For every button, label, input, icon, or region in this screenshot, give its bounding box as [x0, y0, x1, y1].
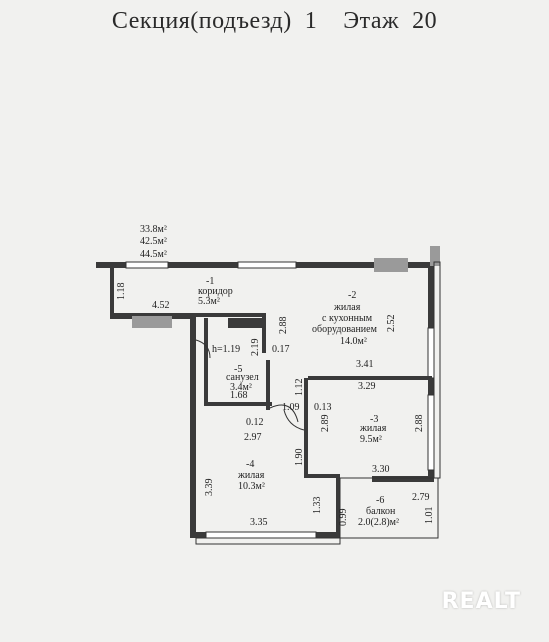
interior-walls: [196, 313, 432, 538]
dim-0-13: 0.13: [314, 402, 332, 413]
dim-1-01: 1.01: [424, 507, 435, 525]
room-2-name-line2: с кухонным: [322, 313, 373, 324]
dim-2-52: 2.52: [386, 315, 397, 333]
room-3-number: -3: [370, 414, 378, 425]
floor-number: 20: [412, 8, 438, 34]
dim-1-18: 1.18: [116, 283, 127, 301]
section-label: Секция(подъезд): [111, 8, 292, 34]
room-2-number: -2: [348, 290, 356, 301]
room-1-area: 5.3м²: [198, 296, 220, 307]
balcony: [195, 261, 441, 545]
dim-2-19: 2.19: [250, 339, 261, 357]
dim-3-29: 3.29: [358, 381, 376, 392]
room-5-number: -5: [234, 364, 242, 375]
total-area-a: 33.8м²: [140, 224, 167, 235]
room-5-name: санузел: [226, 372, 259, 383]
room-4-area: 10.3м²: [238, 481, 265, 492]
dim-3-35: 3.35: [250, 517, 268, 528]
dim-0-12: 0.12: [246, 417, 264, 428]
dim-2-89: 2.89: [320, 415, 331, 433]
room-2-area: 14.0м²: [340, 336, 367, 347]
dim-1-68: 1.68: [230, 390, 248, 401]
room-3-area: 9.5м²: [360, 434, 382, 445]
dim-0-99: 0.99: [338, 509, 349, 527]
realt-watermark: REALT: [441, 589, 521, 614]
dim-3-30: 3.30: [372, 464, 390, 475]
dim-1-90: 1.90: [294, 449, 305, 467]
section-number: 1: [304, 8, 318, 34]
dim-2-88-a: 2.88: [278, 317, 289, 335]
room-6-number: -6: [376, 495, 384, 506]
dim-h-1-19: h=1.19: [212, 344, 240, 355]
dim-1-09: 1.09: [282, 402, 300, 413]
room-6-name: балкон: [366, 506, 396, 517]
dim-1-12: 1.12: [294, 379, 305, 397]
total-area-c: 44.5м²: [140, 249, 167, 260]
room-3-name: жилая: [359, 423, 387, 434]
room-2-name-line3: оборудованием: [312, 324, 378, 335]
room-1-name: коридор: [198, 286, 233, 297]
dim-0-17: 0.17: [272, 344, 290, 355]
room-2-name: жилая: [333, 302, 361, 313]
door-arcs: [195, 339, 305, 431]
room-1-number: -1: [206, 276, 214, 287]
dim-2-97: 2.97: [244, 432, 262, 443]
dim-2-88-b: 2.88: [414, 415, 425, 433]
room-6-area: 2.0(2.8)м²: [358, 517, 399, 528]
total-area-b: 42.5м²: [140, 236, 167, 247]
windows: [125, 261, 435, 539]
plan-title: Секция(подъезд) 1 Этаж 20: [0, 8, 549, 35]
dim-1-33: 1.33: [312, 497, 323, 515]
room-4-number: -4: [246, 459, 254, 470]
dim-4-52: 4.52: [152, 300, 170, 311]
room-5-area: 3.4м²: [230, 382, 252, 393]
dim-2-79: 2.79: [412, 492, 430, 503]
floor-label: Этаж: [343, 8, 400, 34]
dim-3-39: 3.39: [204, 479, 215, 497]
room-4-name: жилая: [237, 470, 265, 481]
dim-3-41: 3.41: [356, 359, 374, 370]
